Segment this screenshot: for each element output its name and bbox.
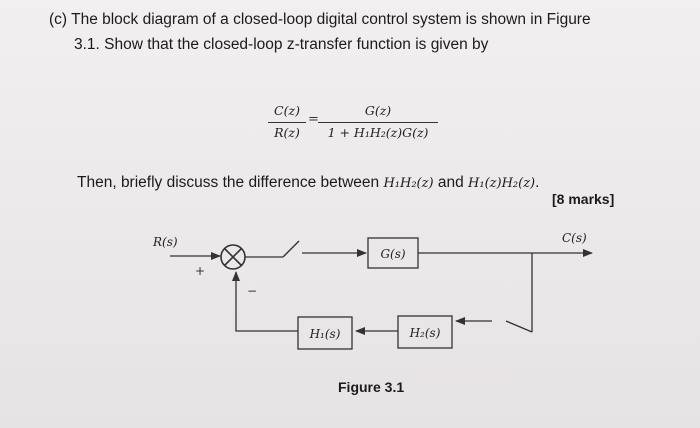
discussion-term-1: H₁H₂(z) bbox=[383, 176, 434, 191]
output-label: C(s) bbox=[562, 231, 587, 245]
feedback-block-h2-label: H₂(s) bbox=[409, 326, 441, 340]
feedback-block-h1 bbox=[297, 316, 353, 350]
feedback-return-line bbox=[232, 271, 298, 332]
forward-sampler-switch bbox=[282, 240, 300, 258]
discussion-prompt: Then, briefly discuss the difference bet… bbox=[77, 174, 539, 192]
discussion-middle: and bbox=[433, 174, 469, 191]
feedback-block-h2 bbox=[397, 315, 453, 349]
discussion-term-2: H₁(z)H₂(z) bbox=[468, 176, 536, 191]
formula-rhs-numerator: G(z) bbox=[364, 103, 392, 118]
input-label: R(s) bbox=[152, 235, 178, 249]
formula-lhs-numerator: C(z) bbox=[274, 103, 300, 118]
formula-rhs-denominator: 1 + H₁H₂(z)G(z) bbox=[327, 125, 429, 140]
forward-block-label: G(s) bbox=[380, 247, 405, 261]
figure-caption: Figure 3.1 bbox=[338, 379, 405, 395]
discussion-prefix: Then, briefly discuss the difference bet… bbox=[77, 174, 384, 191]
formula-lhs-fraction: C(z) R(z) bbox=[268, 103, 306, 143]
formula-lhs-denominator: R(z) bbox=[274, 125, 300, 140]
question-text: (c) The block diagram of a closed-loop d… bbox=[49, 7, 649, 57]
formula-rhs-bar bbox=[318, 122, 438, 123]
transfer-function-formula: C(z) R(z) = G(z) 1 + H₁H₂(z)G(z) bbox=[268, 103, 438, 151]
marks-label: [8 marks] bbox=[552, 191, 615, 207]
formula-rhs-fraction: G(z) 1 + H₁H₂(z)G(z) bbox=[318, 103, 438, 143]
discussion-suffix: . bbox=[535, 174, 540, 191]
plus-sign: + bbox=[195, 264, 205, 278]
feedback-block-h1-label: H₁(s) bbox=[309, 327, 341, 341]
question-line-1: (c) The block diagram of a closed-loop d… bbox=[49, 11, 591, 28]
summing-junction bbox=[220, 244, 246, 270]
question-line-2: 3.1. Show that the closed-loop z-transfe… bbox=[74, 36, 489, 53]
formula-lhs-bar bbox=[268, 122, 306, 123]
minus-sign: − bbox=[247, 284, 257, 298]
formula-equals: = bbox=[308, 112, 319, 127]
feedback-sampler-switch bbox=[505, 320, 533, 333]
